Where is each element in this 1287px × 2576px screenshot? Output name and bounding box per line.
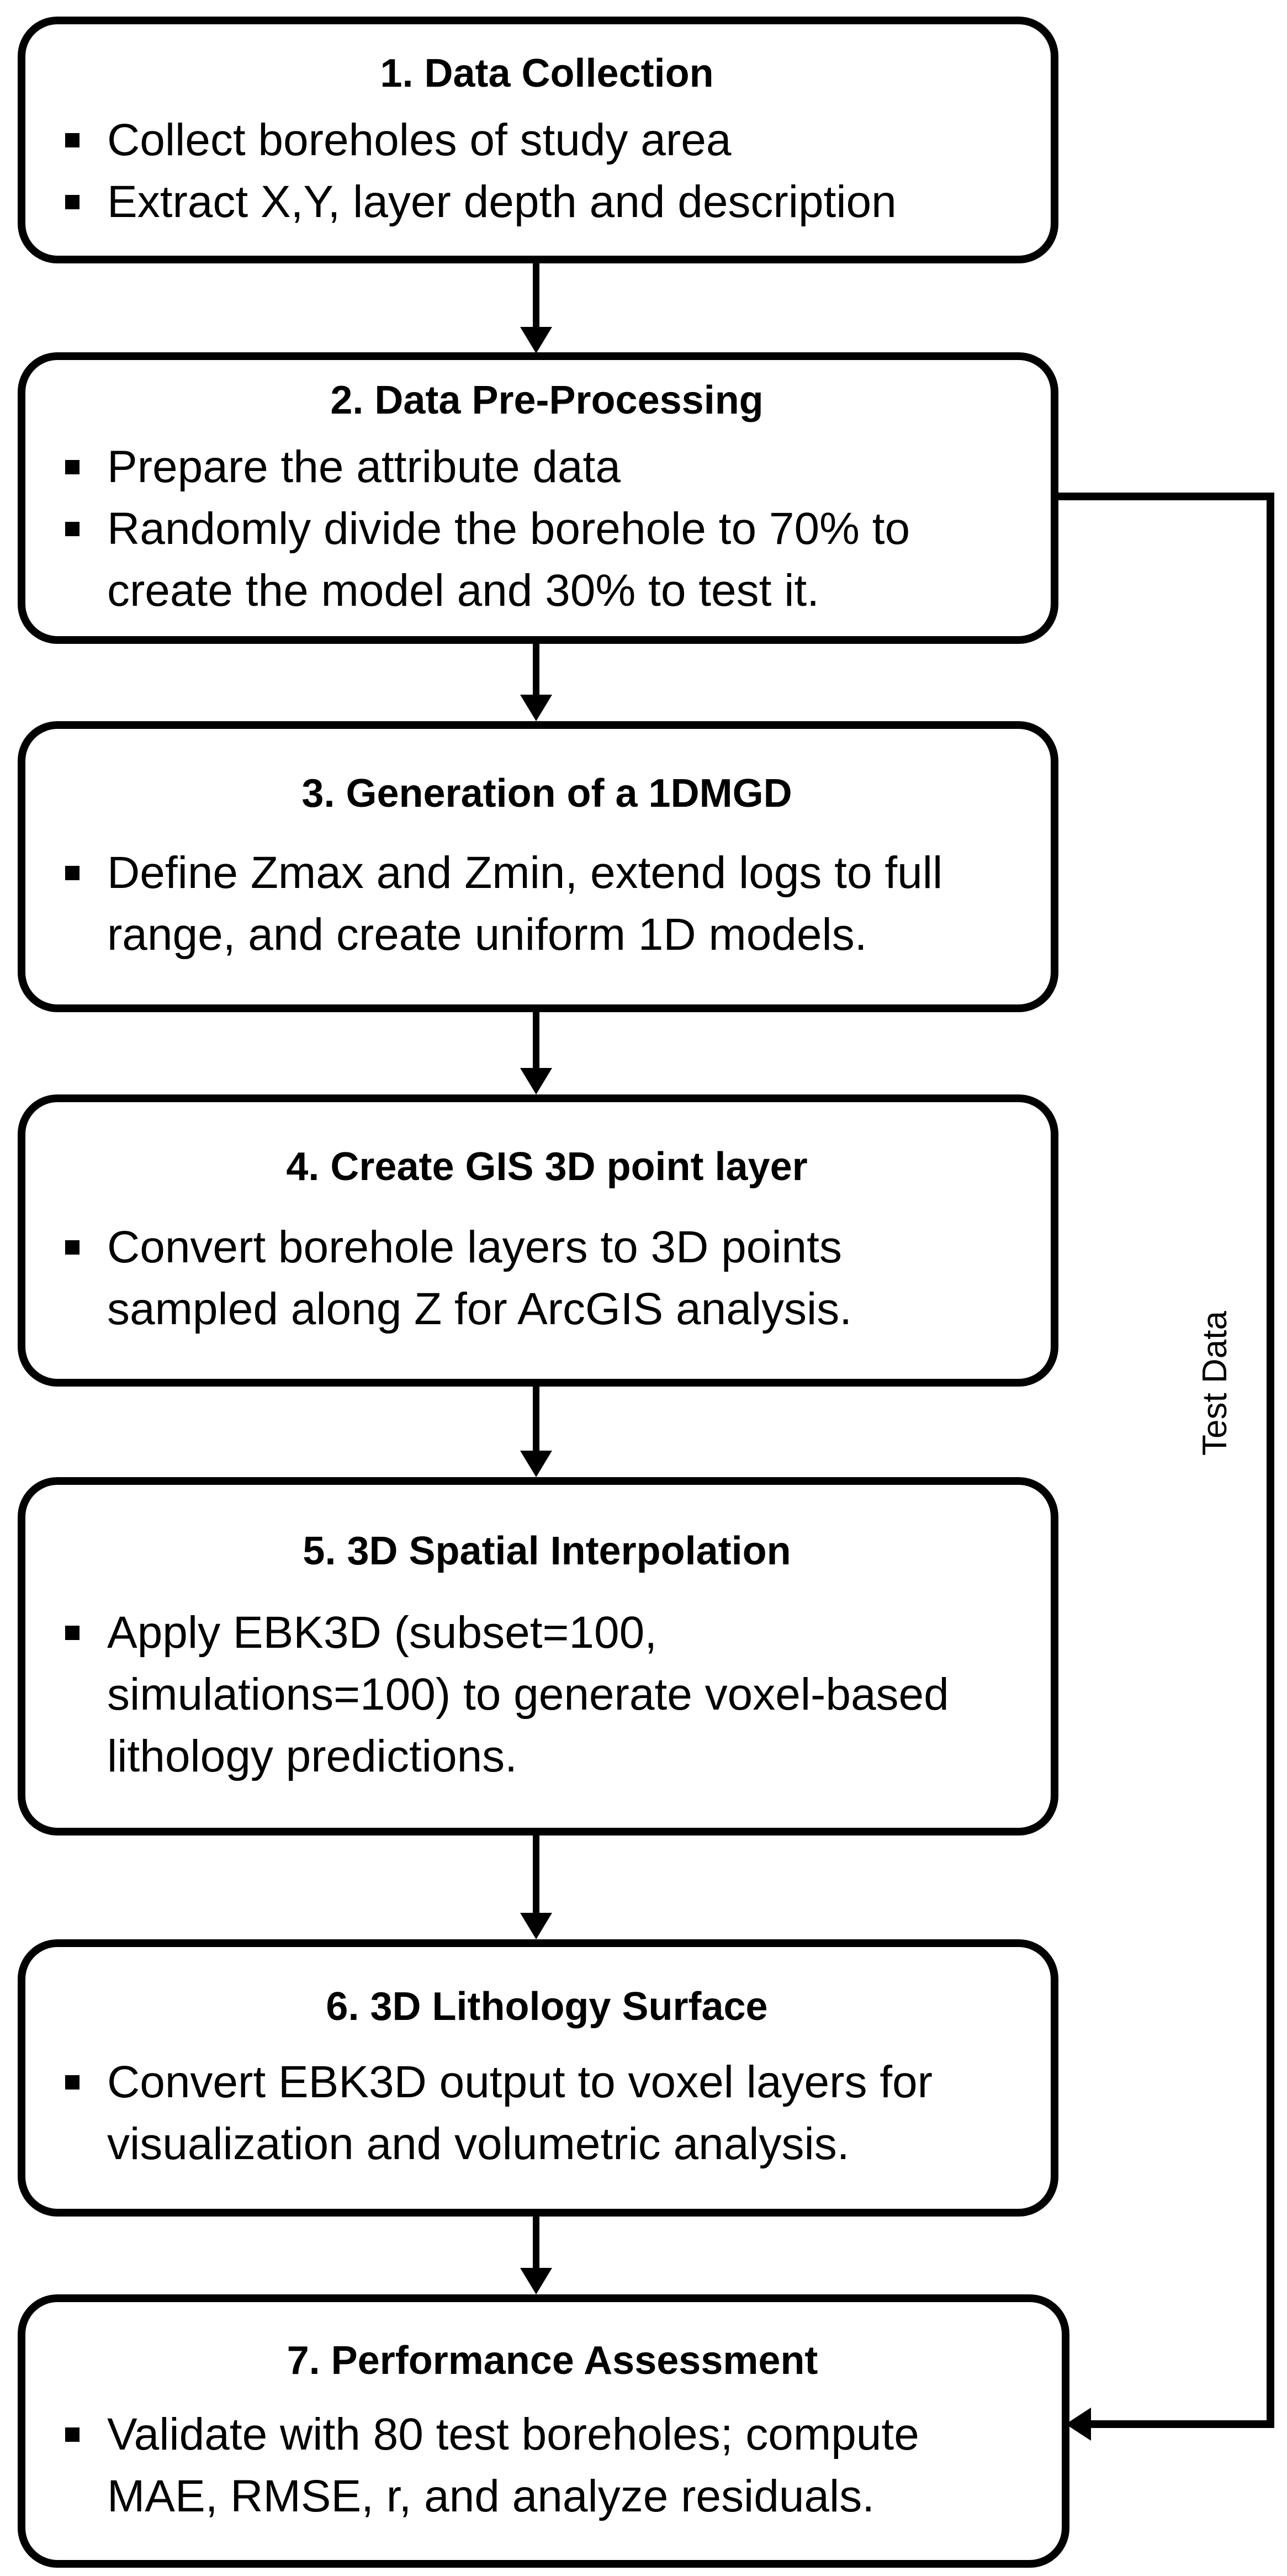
arrow-left-icon <box>1066 2408 1091 2441</box>
bullet-text: Collect boreholes of study area <box>107 114 732 165</box>
list-item: Define Zmax and Zmin, extend logs to ful… <box>65 842 1029 966</box>
list-item: Convert borehole layers to 3D points sam… <box>65 1216 1029 1340</box>
arrow-line-2-3 <box>533 643 539 696</box>
bullet-text: Convert EBK3D output to voxel layers for… <box>107 2056 933 2169</box>
step-1-bullets: Collect boreholes of study area Extract … <box>65 109 1029 233</box>
arrow-line-6-7 <box>533 2215 539 2269</box>
bullet-square-icon <box>65 133 80 147</box>
feedback-line-top <box>1055 493 1274 500</box>
bullet-square-icon <box>65 460 80 474</box>
arrow-down-icon <box>520 1068 552 1094</box>
bullet-text: Randomly divide the borehole to 70% to c… <box>107 504 910 616</box>
bullet-square-icon <box>65 1240 80 1255</box>
list-item: Collect boreholes of study area <box>65 109 1029 171</box>
list-item: Validate with 80 test boreholes; compute… <box>65 2404 1040 2527</box>
bullet-square-icon <box>65 1626 80 1640</box>
step-7-title: 7. Performance Assessment <box>287 2339 818 2383</box>
step-7-bullets: Validate with 80 test boreholes; compute… <box>65 2404 1040 2527</box>
step-5-bullets: Apply EBK3D (subset=100, simulations=100… <box>65 1602 1029 1787</box>
bullet-square-icon <box>65 2427 80 2442</box>
step-1-box: 1. Data Collection Collect boreholes of … <box>18 17 1058 263</box>
step-6-bullets: Convert EBK3D output to voxel layers for… <box>65 2051 1029 2175</box>
bullet-text: Validate with 80 test boreholes; compute… <box>107 2409 919 2521</box>
arrow-down-icon <box>520 327 552 353</box>
arrow-line-5-6 <box>533 1834 539 1914</box>
arrow-down-icon <box>520 695 552 721</box>
arrow-down-icon <box>520 2268 552 2294</box>
step-6-box: 6. 3D Lithology Surface Convert EBK3D ou… <box>18 1939 1058 2217</box>
arrow-line-1-2 <box>533 262 539 328</box>
bullet-text: Extract X,Y, layer depth and description <box>107 176 897 227</box>
step-3-title: 3. Generation of a 1DMGD <box>301 771 792 816</box>
step-6-title: 6. 3D Lithology Surface <box>326 1985 768 2029</box>
bullet-square-icon <box>65 194 80 209</box>
step-7-box: 7. Performance Assessment Validate with … <box>18 2294 1069 2568</box>
feedback-label: Test Data <box>1195 1311 1234 1456</box>
bullet-text: Convert borehole layers to 3D points sam… <box>107 1221 852 1334</box>
step-4-title: 4. Create GIS 3D point layer <box>286 1145 808 1189</box>
list-item: Apply EBK3D (subset=100, simulations=100… <box>65 1602 1029 1787</box>
arrow-down-icon <box>520 1913 552 1939</box>
step-3-bullets: Define Zmax and Zmin, extend logs to ful… <box>65 842 1029 966</box>
step-5-title: 5. 3D Spatial Interpolation <box>303 1529 791 1573</box>
bullet-text: Apply EBK3D (subset=100, simulations=100… <box>107 1607 949 1781</box>
list-item: Randomly divide the borehole to 70% to c… <box>65 498 1029 622</box>
step-2-title: 2. Data Pre-Processing <box>330 378 764 422</box>
list-item: Convert EBK3D output to voxel layers for… <box>65 2051 1029 2175</box>
list-item: Prepare the attribute data <box>65 436 1029 498</box>
step-2-box: 2. Data Pre-Processing Prepare the attri… <box>18 352 1058 644</box>
step-5-box: 5. 3D Spatial Interpolation Apply EBK3D … <box>18 1477 1058 1836</box>
arrow-line-4-5 <box>533 1385 539 1452</box>
feedback-line-bottom <box>1089 2420 1274 2428</box>
arrow-line-3-4 <box>533 1011 539 1069</box>
bullet-square-icon <box>65 866 80 881</box>
list-item: Extract X,Y, layer depth and description <box>65 171 1029 233</box>
bullet-square-icon <box>65 522 80 536</box>
arrow-down-icon <box>520 1451 552 1477</box>
step-4-bullets: Convert borehole layers to 3D points sam… <box>65 1216 1029 1340</box>
step-3-box: 3. Generation of a 1DMGD Define Zmax and… <box>18 721 1058 1012</box>
step-4-box: 4. Create GIS 3D point layer Convert bor… <box>18 1094 1058 1387</box>
feedback-line-vertical <box>1267 493 1274 2424</box>
step-1-title: 1. Data Collection <box>380 51 714 96</box>
bullet-text: Prepare the attribute data <box>107 442 621 492</box>
bullet-text: Define Zmax and Zmin, extend logs to ful… <box>107 848 943 960</box>
bullet-square-icon <box>65 2075 80 2090</box>
step-2-bullets: Prepare the attribute data Randomly divi… <box>65 436 1029 622</box>
